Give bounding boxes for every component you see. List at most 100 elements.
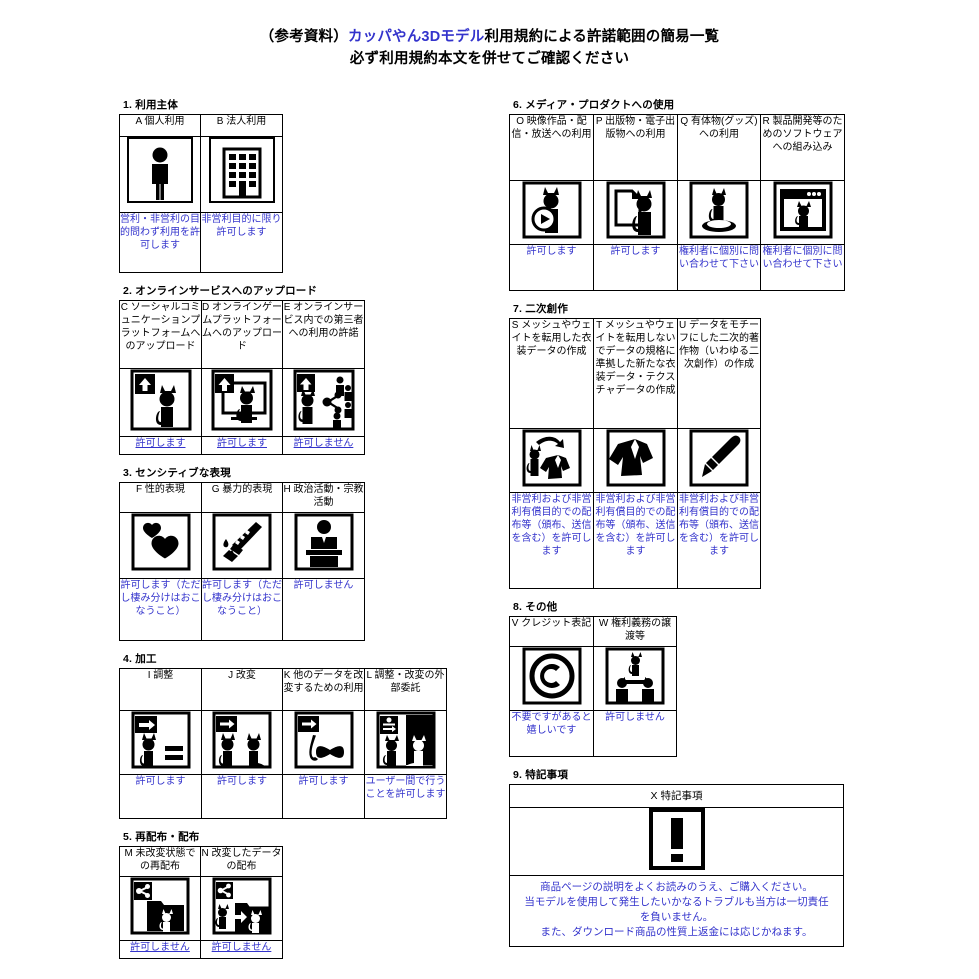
table-row-headers: A 個人利用 B 法人利用 bbox=[119, 114, 283, 137]
cell-header-W: W 権利義務の譲渡等 bbox=[593, 616, 677, 647]
title-suffix: 利用規約による許諾範囲の簡易一覧 bbox=[484, 29, 720, 45]
table-row-headers: M 未改変状態での再配布 N 改変したデータの配布 bbox=[119, 846, 283, 877]
section-1: 1. 利用主体 A 個人利用 B 法人利用 bbox=[119, 98, 479, 273]
table-row-notes: 許可します 許可します 権利者に個別に問い合わせて下さい 権利者に個別に問い合わ… bbox=[509, 244, 845, 291]
arrow-cat-other-icon bbox=[294, 711, 354, 769]
cell-header-L: L 調整・改変の外部委託 bbox=[364, 668, 447, 711]
cell-icon-C bbox=[119, 368, 202, 437]
section-3-table: F 性的表現 G 暴力的表現 H 政治活動・宗教活動 bbox=[119, 482, 365, 641]
section-8-heading: 8. その他 bbox=[513, 601, 558, 613]
cell-icon-J bbox=[201, 710, 283, 775]
building-icon bbox=[208, 137, 275, 203]
cell-icon-X bbox=[509, 807, 844, 876]
cell-note-Q: 権利者に個別に問い合わせて下さい bbox=[677, 244, 761, 291]
cell-note-K: 許可します bbox=[282, 774, 365, 819]
note-line-4: また、ダウンロード商品の性質上返金には応じかねます。 bbox=[540, 926, 813, 938]
note-line-2: 当モデルを使用して発生したいかなるトラブルも当方は一切責任 bbox=[516, 895, 837, 910]
cat-to-costume-icon bbox=[522, 429, 582, 487]
section-3-heading: 3. センシティブな表現 bbox=[123, 467, 231, 479]
table-row-headers: V クレジット表記 W 権利義務の譲渡等 bbox=[509, 616, 677, 647]
cell-note-W: 許可しません bbox=[593, 710, 677, 757]
cell-note-L: ユーザー間で行うことを許可します bbox=[364, 774, 447, 819]
hearts-icon bbox=[131, 513, 191, 571]
cell-header-X: X 特記事項 bbox=[509, 784, 844, 808]
cell-icon-H bbox=[282, 512, 365, 579]
table-row-notes: 許可します 許可します 許可します ユーザー間で行うことを許可します bbox=[119, 774, 447, 819]
cell-header-S: S メッシュやウェイトを転用した衣装データの作成 bbox=[509, 318, 594, 429]
cell-header-B: B 法人利用 bbox=[200, 114, 283, 137]
section-6-heading: 6. メディア・プロダクトへの使用 bbox=[513, 99, 675, 111]
page-title: （参考資料）カッパやん3Dモデル利用規約による許諾範囲の簡易一覧 必ず利用規約本… bbox=[0, 26, 979, 70]
cell-icon-A bbox=[119, 136, 201, 213]
cell-icon-V bbox=[509, 646, 594, 711]
cell-note-M: 許可しません bbox=[119, 940, 201, 959]
section-5-table: M 未改変状態での再配布 N 改変したデータの配布 bbox=[119, 846, 283, 959]
section-4-heading: 4. 加工 bbox=[123, 653, 157, 665]
section-7: 7. 二次創作 S メッシュやウェイトを転用した衣装データの作成 T メッシュや… bbox=[509, 302, 859, 589]
cell-icon-S bbox=[509, 428, 594, 493]
upload-cat-icon bbox=[130, 369, 192, 431]
cell-note-T: 非営利および非営利有償目的での配布等（頒布、送信を含む）を許可します bbox=[593, 492, 678, 589]
table-row-headers: O 映像作品・配信・放送への利用 P 出版物・電子出版物への利用 Q 有体物(グ… bbox=[509, 114, 845, 181]
cell-note-P: 許可します bbox=[593, 244, 678, 291]
section-9: 9. 特記事項 X 特記事項 bbox=[509, 768, 859, 947]
section-6-table: O 映像作品・配信・放送への利用 P 出版物・電子出版物への利用 Q 有体物(グ… bbox=[509, 114, 845, 291]
cell-header-J: J 改変 bbox=[201, 668, 283, 711]
cell-note-D: 許可します bbox=[201, 436, 283, 455]
cell-icon-G bbox=[201, 512, 283, 579]
exclamation-warning-icon bbox=[648, 808, 705, 870]
cell-note-H: 許可しません bbox=[282, 578, 365, 641]
cell-header-H: H 政治活動・宗教活動 bbox=[282, 482, 365, 513]
cell-header-C: C ソーシャルコミュニケーションプラットフォームへのアップロード bbox=[119, 300, 202, 369]
cell-header-I: I 調整 bbox=[119, 668, 202, 711]
section-7-heading: 7. 二次創作 bbox=[513, 303, 569, 315]
cell-note-O: 許可します bbox=[509, 244, 594, 291]
cell-icon-T bbox=[593, 428, 678, 493]
figurine-cat-icon bbox=[689, 181, 749, 239]
cell-header-E: E オンラインサービス内での第三者への利用の許諾 bbox=[282, 300, 365, 369]
section-1-heading: 1. 利用主体 bbox=[123, 99, 179, 111]
cell-note-I: 許可します bbox=[119, 774, 202, 819]
cell-icon-R bbox=[760, 180, 845, 245]
table-row-notes: 許可しません 許可しません bbox=[119, 940, 283, 959]
table-row-icons bbox=[119, 368, 365, 437]
cell-header-Q: Q 有体物(グッズ)への利用 bbox=[677, 114, 761, 181]
table-row-icons bbox=[509, 646, 677, 711]
table-row-headers: I 調整 J 改変 K 他のデータを改変するための利用 L 調整・改変の外部委託 bbox=[119, 668, 447, 711]
title-model-name: カッパやん3Dモデル bbox=[347, 29, 485, 45]
section-3: 3. センシティブな表現 F 性的表現 G 暴力的表現 H 政治活動・宗教活動 bbox=[119, 466, 479, 641]
cell-icon-D bbox=[201, 368, 283, 437]
table-row-notes: 非営利および非営利有償目的での配布等（頒布、送信を含む）を許可します 非営利およ… bbox=[509, 492, 761, 589]
cell-note-R: 権利者に個別に問い合わせて下さい bbox=[760, 244, 845, 291]
table-row-icons bbox=[119, 710, 447, 775]
outsourcing-two-cats-icon bbox=[376, 711, 436, 769]
section-5: 5. 再配布・配布 M 未改変状態での再配布 N 改変したデータの配布 bbox=[119, 830, 479, 959]
table-row-headers: F 性的表現 G 暴力的表現 H 政治活動・宗教活動 bbox=[119, 482, 365, 513]
paintbrush-icon bbox=[689, 429, 749, 487]
costume-icon bbox=[606, 429, 666, 487]
section-1-table: A 個人利用 B 法人利用 bbox=[119, 114, 283, 273]
cell-header-T: T メッシュやウェイトを転用しないでデータの規格に準拠した新たな衣装データ・テク… bbox=[593, 318, 678, 429]
cell-header-G: G 暴力的表現 bbox=[201, 482, 283, 513]
upload-cat-monitor-icon bbox=[211, 369, 273, 431]
left-column: 1. 利用主体 A 個人利用 B 法人利用 bbox=[119, 98, 479, 970]
right-column: 6. メディア・プロダクトへの使用 O 映像作品・配信・放送への利用 P 出版物… bbox=[509, 98, 859, 958]
section-4-table: I 調整 J 改変 K 他のデータを改変するための利用 L 調整・改変の外部委託 bbox=[119, 668, 447, 819]
table-row-icons bbox=[119, 512, 365, 579]
table-row-notes: 不要ですがあると嬉しいです 許可しません bbox=[509, 710, 677, 757]
cell-note-B: 非営利目的に限り許可します bbox=[200, 212, 283, 273]
table-row-headers: S メッシュやウェイトを転用した衣装データの作成 T メッシュやウェイトを転用し… bbox=[509, 318, 761, 429]
table-row-notes: 営利・非営利の目的問わず利用を許可します 非営利目的に限り許可します bbox=[119, 212, 283, 273]
copyright-icon bbox=[522, 647, 582, 705]
cell-icon-M bbox=[119, 876, 201, 941]
section-8: 8. その他 V クレジット表記 W 権利義務の譲渡等 bbox=[509, 600, 859, 757]
section-8-table: V クレジット表記 W 権利義務の譲渡等 bbox=[509, 616, 677, 757]
cell-icon-U bbox=[677, 428, 761, 493]
cell-note-E: 許可しません bbox=[282, 436, 365, 455]
cell-icon-K bbox=[282, 710, 365, 775]
knife-blood-icon bbox=[212, 513, 272, 571]
cell-icon-E bbox=[282, 368, 365, 437]
cell-icon-N bbox=[200, 876, 283, 941]
cell-icon-L bbox=[364, 710, 447, 775]
cell-note-U: 非営利および非営利有償目的での配布等（頒布、送信を含む）を許可します bbox=[677, 492, 761, 589]
